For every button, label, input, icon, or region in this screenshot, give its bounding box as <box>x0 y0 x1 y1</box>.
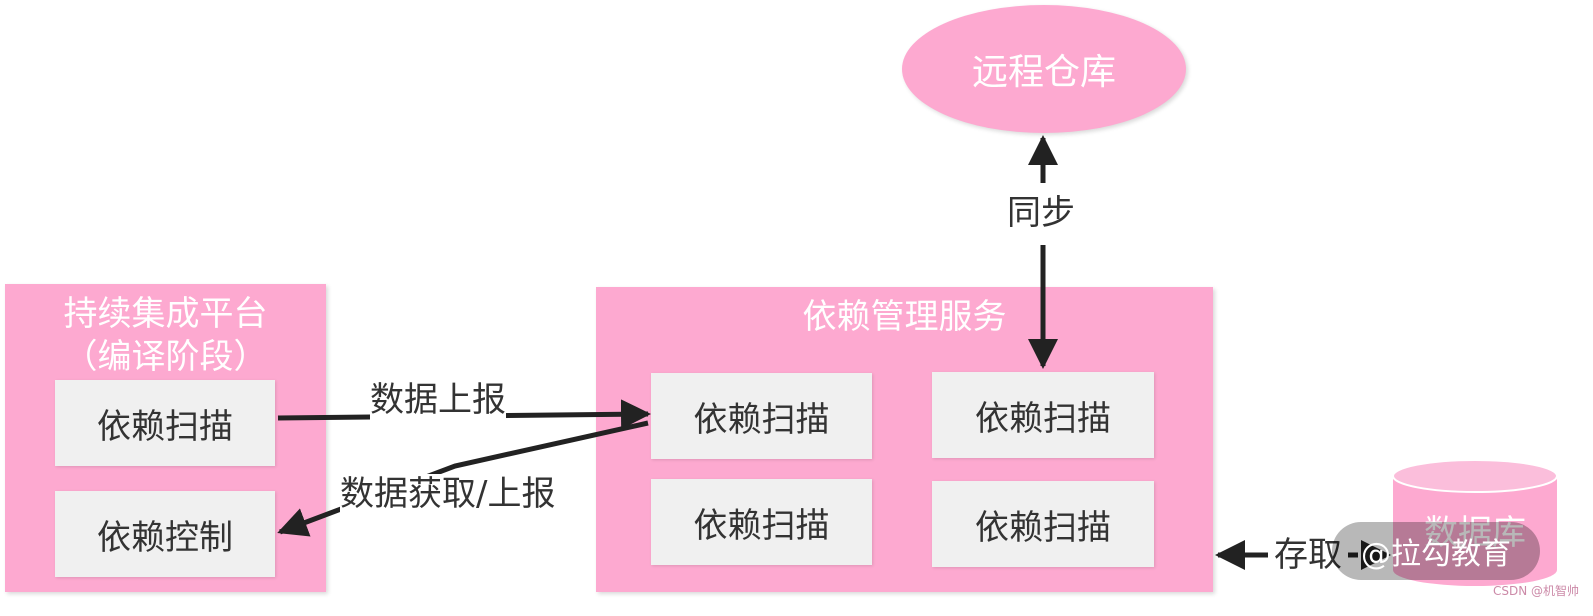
ci-dependency-control-node: 依赖控制 <box>55 491 275 577</box>
fetch-report-edge-label: 数据获取/上报 <box>340 474 556 514</box>
database-cylinder-icon <box>1392 459 1558 586</box>
service-scan-node-4: 依赖扫描 <box>932 481 1154 567</box>
ci-dependency-scan-node: 依赖扫描 <box>55 380 275 466</box>
watermark-credit: CSDN @机智帅 <box>1492 584 1579 598</box>
service-scan-node-1: 依赖扫描 <box>651 373 872 459</box>
service-scan-node-2: 依赖扫描 <box>932 372 1154 458</box>
remote-repo-label: 远程仓库 <box>971 52 1116 93</box>
service-scan-label-3: 依赖扫描 <box>693 505 830 546</box>
ci-dependency-control-label: 依赖控制 <box>97 517 233 558</box>
watermark-badge: @拉勾教育 <box>1332 522 1540 580</box>
database-label: 数据库 <box>1424 513 1526 553</box>
service-scan-label-1: 依赖扫描 <box>693 399 830 440</box>
ci-platform-subtitle: （编译阶段） <box>63 337 268 377</box>
access-edge-label: 存取 <box>1274 535 1342 575</box>
report-edge-label: 数据上报 <box>370 380 506 420</box>
service-scan-label-4: 依赖扫描 <box>975 507 1111 548</box>
service-scan-label-2: 依赖扫描 <box>975 398 1111 439</box>
sync-edge-label: 同步 <box>1007 193 1075 233</box>
dependency-service-title: 依赖管理服务 <box>802 297 1007 337</box>
service-scan-node-3: 依赖扫描 <box>651 479 872 565</box>
ci-dependency-scan-label: 依赖扫描 <box>97 406 233 447</box>
remote-repo-node: 远程仓库 <box>902 5 1186 133</box>
fetch-report-arrow <box>277 420 649 537</box>
ci-platform-title: 持续集成平台 <box>63 294 268 334</box>
watermark-text: @拉勾教育 <box>1361 537 1511 572</box>
